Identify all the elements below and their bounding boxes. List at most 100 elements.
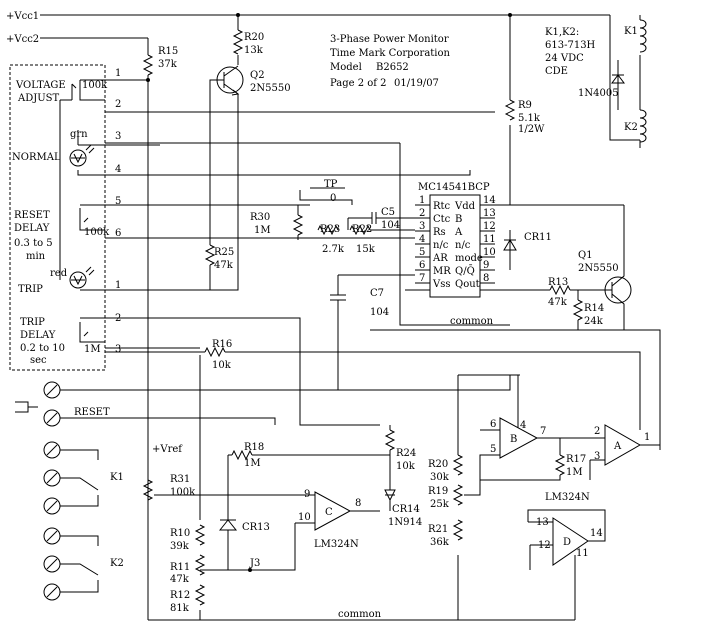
voltage-pot-wire [79, 79, 148, 101]
k2-label: K2 [624, 122, 638, 133]
trip-pot-value: 1M [84, 344, 101, 355]
c5-capacitor [348, 212, 415, 224]
r22-label: R22 [352, 224, 372, 235]
pin-3: 3 [115, 131, 121, 142]
op-amp-b-pin6: 6 [490, 419, 496, 430]
op-amp-d-wires [527, 509, 606, 620]
q2-transistor [209, 65, 244, 245]
ic-pin-signal: n/c [433, 240, 449, 251]
op-amp-c [314, 491, 352, 531]
r24-resistor [384, 429, 396, 451]
trip-pot [79, 322, 200, 349]
r22-value: 15k [356, 244, 376, 255]
ic-pin-number: 6 [419, 260, 425, 271]
r11-resistor [194, 554, 206, 576]
reset-delay-label-2: DELAY [14, 223, 50, 234]
junction [248, 568, 252, 572]
title-line2: Time Mark Corporation [330, 48, 451, 59]
op-amp-a-pin2: 2 [594, 426, 600, 437]
r24-value: 10k [396, 461, 416, 472]
reset-wires [60, 375, 511, 425]
ic-pin-signal: Rs [433, 227, 446, 238]
tp-label: TP [324, 179, 338, 190]
k1-label: K1 [624, 26, 638, 37]
page-number: Page 2 of 2 [330, 78, 387, 89]
q1-collector-wire [370, 204, 661, 450]
trip-unit: sec [30, 355, 47, 366]
green-led [69, 144, 95, 167]
wire-pin4 [80, 170, 471, 176]
reset-switch-icon[interactable] [15, 401, 38, 413]
voltage-pot-value: 100k [82, 80, 108, 91]
r11-value: 47k [170, 574, 190, 585]
terminal-block [43, 381, 61, 601]
tp-value: 0 [330, 193, 336, 204]
ic-pin-number: 5 [419, 247, 425, 258]
vcc2-label: +Vcc2 [6, 34, 39, 45]
ic-pin-signal: AR [432, 253, 448, 264]
r23-resistor [317, 224, 339, 236]
cr14-diode [384, 455, 396, 511]
r9-value: 5.1k [518, 113, 541, 124]
pin-3b: 3 [115, 344, 121, 355]
r20b-label: R20 [428, 459, 448, 470]
r13-value: 47k [548, 297, 568, 308]
ic-ground-wire [399, 143, 510, 326]
ic-pin-number: 13 [483, 208, 496, 219]
r21-label: R21 [428, 524, 448, 535]
r23-value: 2.7k [322, 244, 345, 255]
r12-resistor [194, 584, 206, 606]
terminal-screw-slot [46, 530, 58, 542]
op-amp-b-wires [480, 375, 605, 439]
op-amp-d-pin14: 14 [590, 528, 603, 539]
r31-label: R31 [170, 474, 190, 485]
c7-label: C7 [370, 288, 384, 299]
r15-value: 37k [158, 59, 178, 70]
r21-resistor [452, 519, 464, 541]
r31-resistor [142, 479, 154, 501]
r14-resistor [572, 299, 584, 321]
ic-pin-signal: Qout [455, 279, 480, 290]
trip-range: 0.2 to 10 [20, 343, 65, 354]
trip-label: TRIP [18, 284, 43, 295]
model-value: B2652 [376, 62, 409, 73]
op-amp-a-wires [480, 438, 660, 481]
q2-label: Q2 [250, 70, 265, 81]
ic-pin-number: 14 [483, 195, 496, 206]
r16-label: R16 [212, 339, 232, 350]
title-block: 3-Phase Power Monitor Time Mark Corporat… [330, 34, 451, 89]
relay-note: K1,K2: 613-713H 24 VDC CDE [545, 27, 596, 77]
r12-label: R12 [170, 590, 190, 601]
ic-pin-signal: Vss [432, 279, 451, 290]
model-label: Model [330, 62, 362, 73]
pin-5: 5 [115, 196, 121, 207]
r16-resistor [204, 346, 226, 358]
r13-resistor [549, 284, 571, 296]
r24-label: R24 [396, 448, 416, 459]
op-amp-d-label: D [563, 537, 571, 548]
trip-delay-label: TRIP [20, 317, 45, 328]
k1-coil [639, 19, 647, 53]
ic-pin-signal: Ctc [433, 214, 451, 225]
ic-pin-signal: Vdd [454, 201, 476, 212]
wire-pin2b [80, 317, 380, 426]
tp-wire [299, 187, 353, 205]
trip-pot-wiper [83, 331, 89, 337]
pin-6: 6 [115, 228, 121, 239]
red-led [69, 266, 95, 289]
ic-pin-number: 8 [483, 273, 489, 284]
op-amp-c-pin8: 8 [355, 498, 361, 509]
common-label-bottom: common [338, 609, 382, 620]
c5-value: 104 [381, 220, 400, 231]
r25-resistor [204, 244, 216, 266]
r19-wiper [464, 454, 500, 496]
ic-pin-number: 11 [483, 234, 496, 245]
r20-value: 13k [244, 45, 264, 56]
r23-label: R23 [320, 224, 340, 235]
r25-value: 47k [214, 260, 234, 271]
q1-transistor [580, 205, 632, 330]
r10-label: R10 [170, 528, 190, 539]
k2-contact-label: K2 [110, 558, 124, 569]
r18-value: 1M [244, 458, 261, 469]
